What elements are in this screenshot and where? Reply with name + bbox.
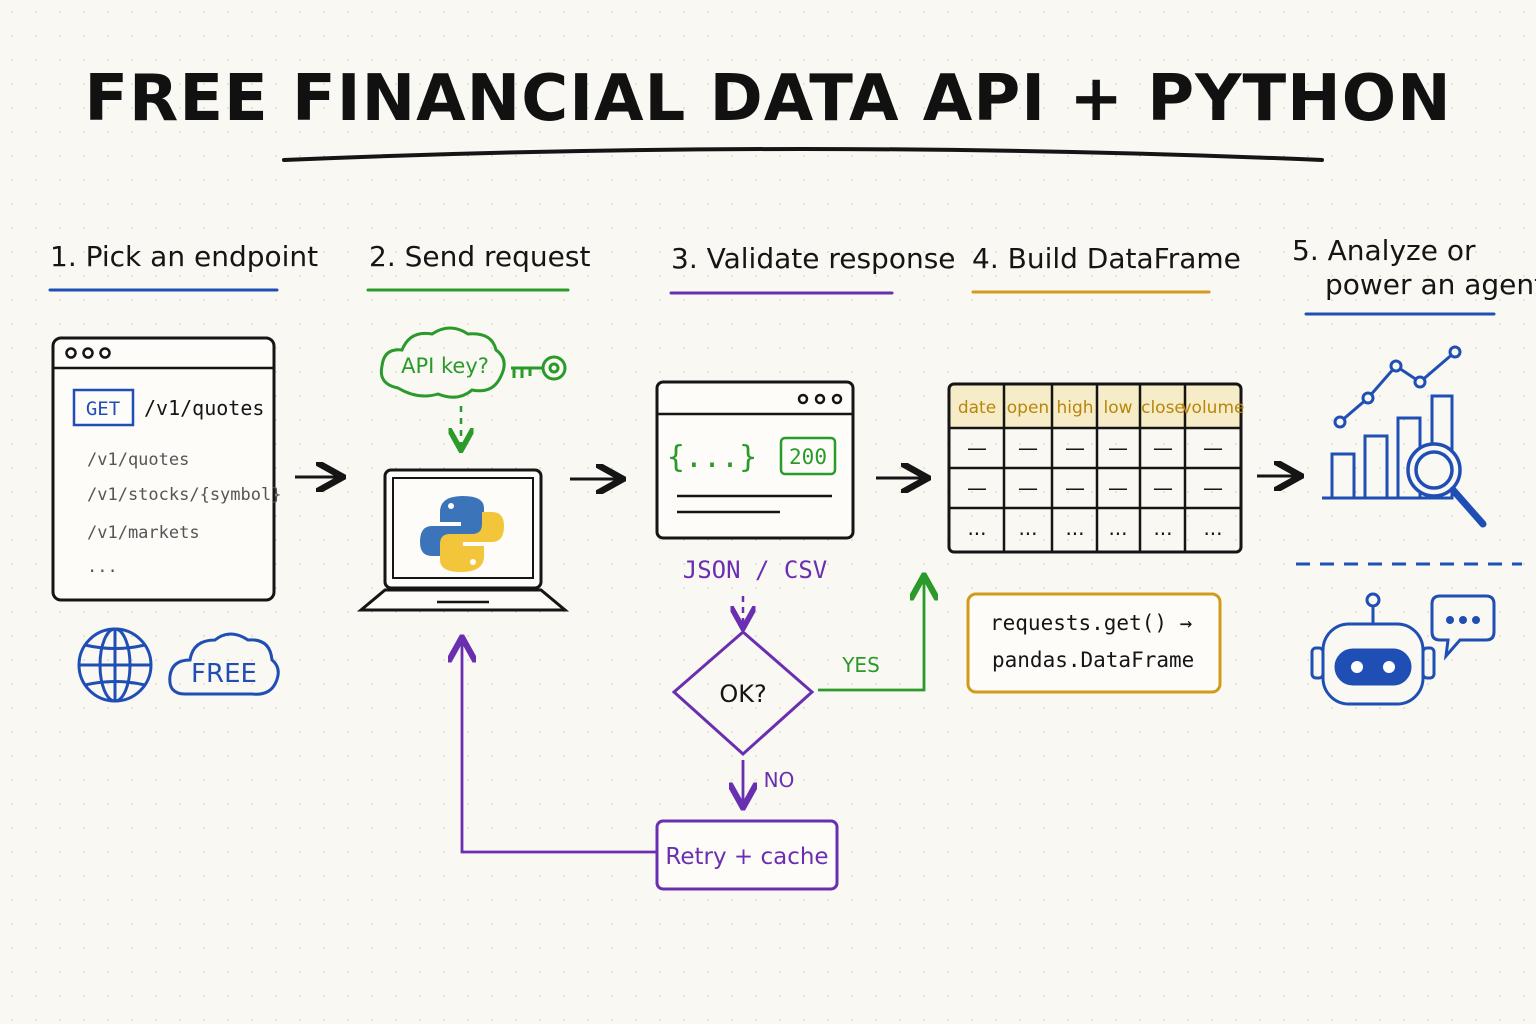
table-cell: — — [1153, 476, 1173, 500]
retry-loop-arrow — [462, 640, 657, 854]
chat-bubble-icon — [1430, 594, 1496, 661]
table-cell: — — [1065, 436, 1085, 460]
free-badge: FREE — [191, 659, 257, 689]
decision-label: OK? — [719, 680, 766, 708]
table-cell: — — [1018, 436, 1038, 460]
json-braces: {...} — [667, 440, 757, 475]
table-cell: ... — [1153, 516, 1172, 540]
table-cell: — — [1108, 436, 1128, 460]
status-code-badge — [779, 436, 837, 476]
step-2-heading: 2. Send request — [369, 240, 591, 273]
decision-diamond — [671, 630, 815, 757]
table-cell: ... — [1065, 516, 1084, 540]
python-logo-icon — [420, 496, 504, 572]
endpoint-list-item: ... — [87, 557, 118, 577]
step-3-heading: 3. Validate response — [671, 242, 956, 275]
code-box — [966, 592, 1222, 694]
cloud-icon: FREE — [168, 632, 280, 696]
retry-label: Retry + cache — [665, 844, 828, 870]
speech-cloud: API key? — [379, 326, 506, 399]
api-key-question: API key? — [401, 354, 489, 378]
table-cell: — — [1153, 436, 1173, 460]
browser-window-icon — [51, 336, 276, 602]
retry-box — [655, 819, 839, 891]
selected-endpoint: /v1/quotes — [144, 396, 264, 420]
table-cell: — — [1018, 476, 1038, 500]
endpoint-list-item: /v1/markets — [87, 523, 200, 543]
step-5-heading-line2: power an agent — [1325, 268, 1536, 301]
code-line-2: pandas.DataFrame — [992, 648, 1194, 672]
key-icon — [511, 355, 567, 381]
table-cell: ... — [1018, 516, 1037, 540]
endpoint-list-item: /v1/stocks/{symbol} — [87, 485, 281, 505]
get-method-badge — [72, 388, 135, 427]
column-header: open — [1007, 398, 1049, 418]
column-header: date — [958, 398, 996, 418]
get-method-label: GET — [86, 398, 120, 420]
globe-icon — [77, 627, 153, 703]
step-1-heading: 1. Pick an endpoint — [50, 240, 319, 273]
step-4-heading: 4. Build DataFrame — [972, 242, 1241, 275]
step-5-heading-line1: 5. Analyze or — [1292, 234, 1476, 267]
format-label: JSON / CSV — [683, 556, 828, 584]
robot-icon — [1310, 592, 1436, 706]
title-underline — [282, 147, 1324, 162]
endpoint-list-item: /v1/quotes — [87, 450, 189, 470]
code-line-1: requests.get() → — [990, 611, 1192, 635]
magnifier-icon — [1406, 442, 1487, 528]
table-cell: ... — [1203, 516, 1222, 540]
table-cell: — — [967, 436, 987, 460]
no-label: NO — [764, 768, 795, 792]
table-cell: ... — [1108, 516, 1127, 540]
yes-arrow — [818, 578, 924, 692]
table-cell: ... — [967, 516, 986, 540]
response-window-icon — [655, 380, 855, 540]
table-cell: — — [1203, 476, 1223, 500]
table-cell: — — [1203, 436, 1223, 460]
page-title: FREE FINANCIAL DATA API + PYTHON — [84, 62, 1452, 136]
table-cell: — — [967, 476, 987, 500]
column-header: high — [1056, 398, 1093, 418]
table-cell: — — [1065, 476, 1085, 500]
column-header: low — [1103, 398, 1132, 418]
yes-label: YES — [841, 653, 880, 677]
column-header: volume — [1182, 398, 1245, 418]
dataframe-table: date open high low close volume — — — — … — [947, 382, 1245, 554]
column-header: close — [1141, 398, 1185, 418]
table-cell: — — [1108, 476, 1128, 500]
status-code: 200 — [789, 445, 827, 469]
